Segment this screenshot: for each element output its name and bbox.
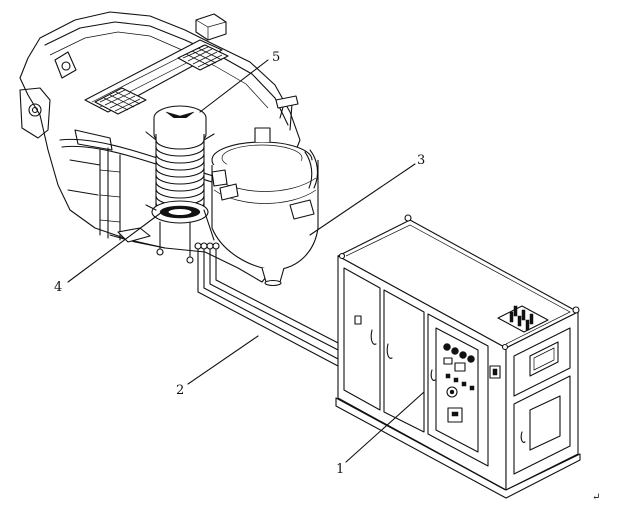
crucible-tank: [211, 95, 319, 287]
power-cabinet: [335, 214, 581, 499]
cable-bundle: [194, 242, 345, 367]
leader-5: [199, 59, 269, 113]
grate-right: [182, 46, 223, 68]
label-5: 5: [272, 50, 280, 65]
label-3: 3: [417, 153, 425, 168]
leader-4: [67, 211, 163, 283]
label-2: 2: [176, 383, 184, 398]
induction-coil: [145, 105, 215, 264]
control-panel: [430, 327, 479, 453]
label-1: 1: [336, 462, 344, 477]
leader-lines: [67, 59, 425, 463]
leader-3: [309, 163, 416, 236]
leader-2: [187, 335, 259, 385]
grate-left: [99, 89, 141, 112]
paragraph-mark: ↵: [592, 492, 600, 503]
label-4: 4: [54, 280, 62, 295]
leader-1: [345, 391, 425, 463]
terminal-block: [497, 305, 549, 333]
